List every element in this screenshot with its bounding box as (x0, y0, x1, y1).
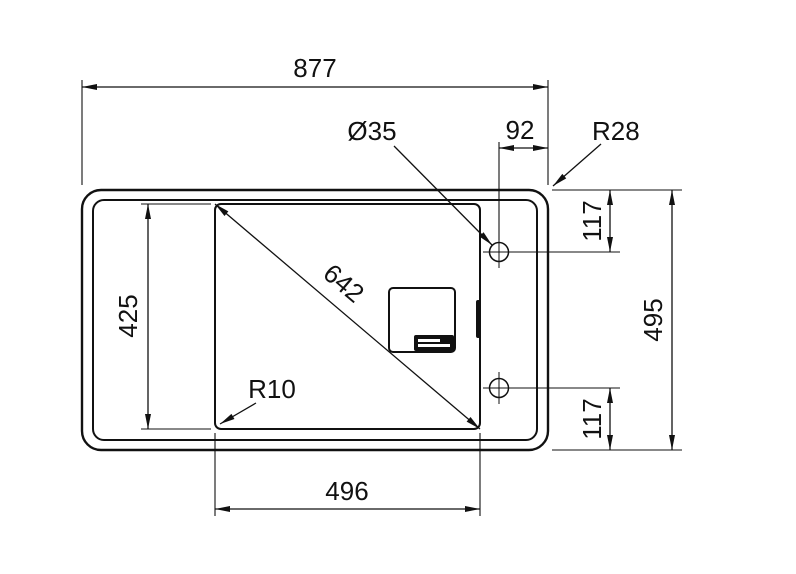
dim-hole-edge-label: 92 (506, 115, 535, 145)
dim-hole-top-extensions (515, 189, 682, 253)
outer-radius-leader (552, 143, 602, 187)
callout-inner-radius: R10 (219, 374, 296, 425)
logo-badge-mark-2 (418, 344, 450, 347)
callout-outer-radius: R28 (552, 116, 640, 187)
dim-overall-height: 495 (638, 190, 675, 450)
faucet-hole-bottom (483, 372, 515, 404)
dim-bowl-diagonal-label: 642 (318, 258, 370, 309)
faucet-hole-top-crosshair (483, 236, 515, 268)
dim-hole-edge-offset: 92 (498, 115, 548, 240)
dim-hole-top-label: 117 (577, 200, 607, 241)
dim-overall-width: 877 (81, 53, 549, 185)
inner-radius-leader (219, 402, 257, 425)
dim-bowl-width-label: 496 (325, 476, 368, 506)
hole-diameter-label: Ø35 (347, 116, 396, 146)
sink-outer-outline (80, 188, 550, 452)
outer-radius-label: R28 (592, 116, 640, 146)
logo-badge (414, 335, 454, 351)
inner-radius-label: R10 (248, 374, 296, 404)
dim-bowl-width-extensions (214, 433, 481, 516)
dim-bowl-height: 425 (113, 203, 211, 430)
dim-hole-bottom-label: 117 (577, 398, 607, 439)
sink-body (80, 188, 550, 452)
sink-inner-outline (92, 199, 538, 441)
dim-bowl-width: 496 (214, 433, 481, 516)
dim-bowl-height-label: 425 (113, 294, 143, 337)
overflow-slot (476, 300, 481, 338)
dim-hole-bottom-offset: 117 (515, 387, 682, 451)
faucet-hole-top (483, 236, 515, 268)
dim-hole-top-offset: 117 (515, 189, 682, 253)
callout-hole-diameter: Ø35 (347, 116, 493, 246)
dim-bowl-diagonal-line (214, 203, 481, 430)
dim-hole-bottom-extensions (515, 387, 682, 451)
dim-bowl-height-extensions (141, 203, 211, 430)
logo-badge-mark-1 (418, 339, 440, 342)
dim-overall-height-label: 495 (638, 298, 668, 341)
dim-overall-width-label: 877 (293, 53, 336, 83)
dim-overall-width-extensions (81, 80, 549, 185)
faucet-hole-bottom-crosshair (483, 372, 515, 404)
hole-diameter-leader (393, 145, 493, 246)
